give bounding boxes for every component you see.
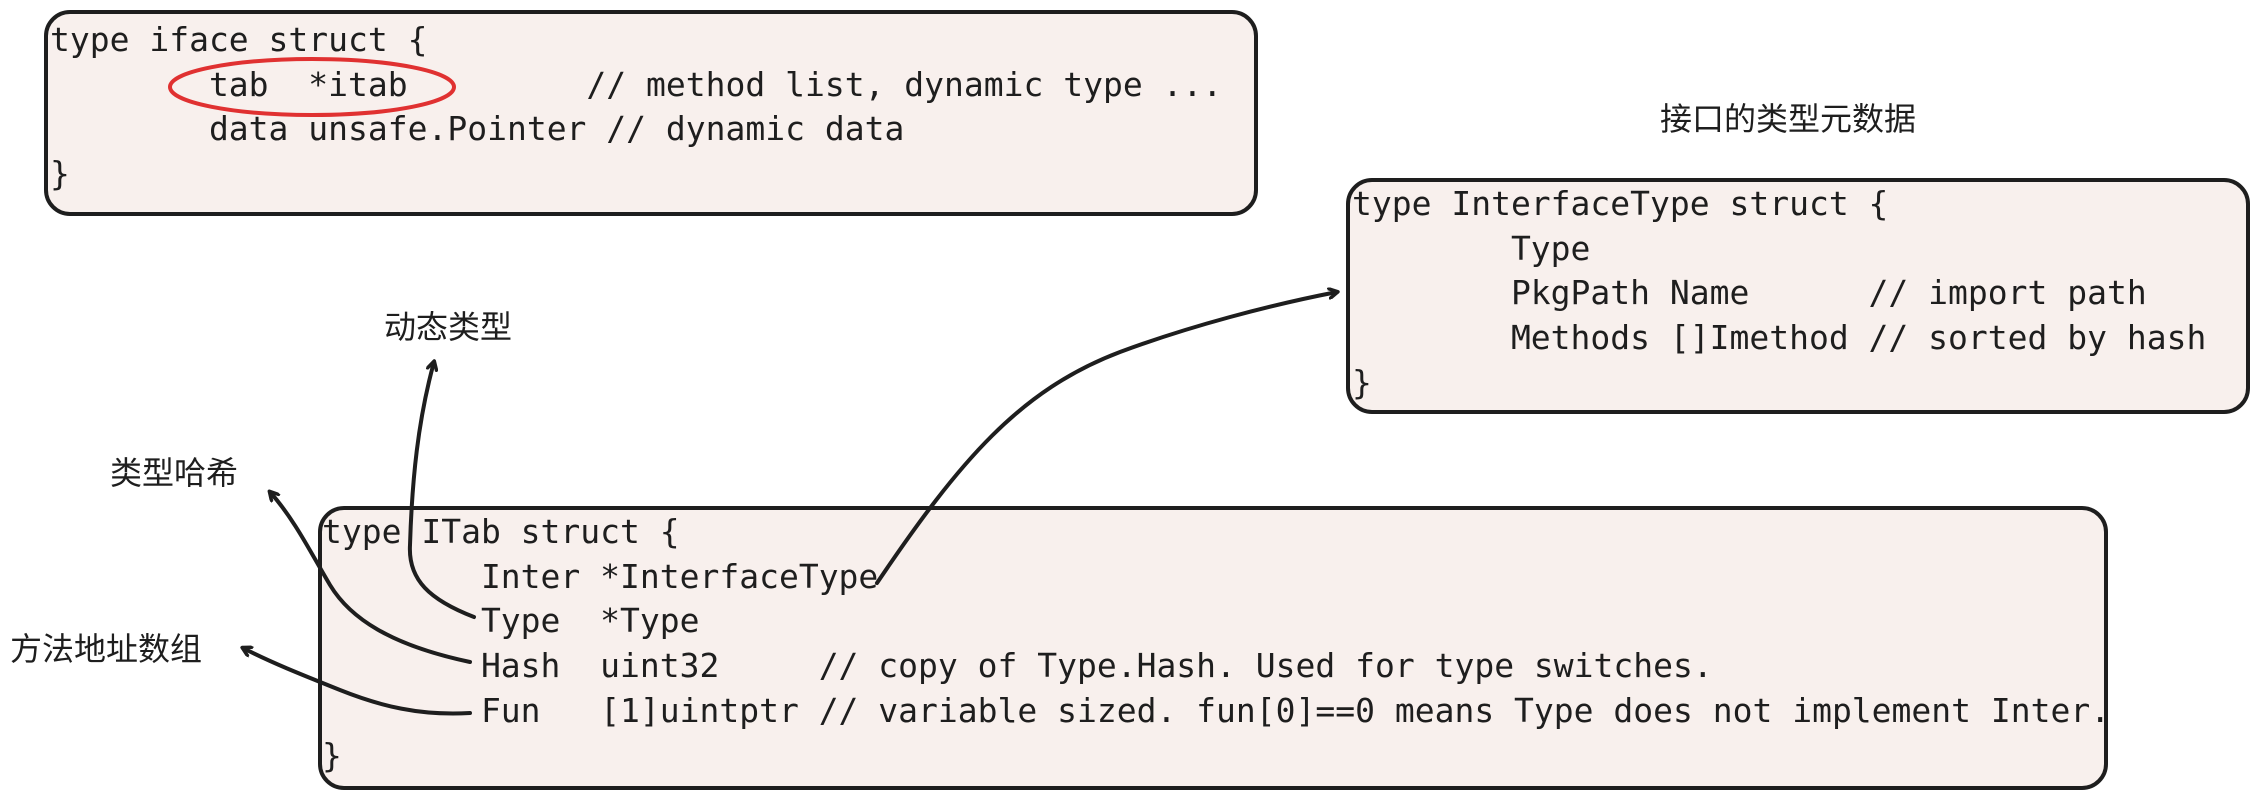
itab-line-3: Type *Type bbox=[322, 601, 700, 641]
interface-type-line-3: PkgPath Name // import path bbox=[1352, 273, 2147, 313]
dynamic-type-label: 动态类型 bbox=[384, 308, 513, 346]
arrow-hash-to-type-hash bbox=[270, 492, 472, 664]
method-addr-array-label: 方法地址数组 bbox=[10, 630, 203, 668]
iface-line-2: tab *itab // method list, dynamic type .… bbox=[50, 64, 1223, 104]
interface-type-title: 接口的类型元数据 bbox=[1660, 100, 1917, 138]
interface-type-line-5: } bbox=[1352, 362, 1372, 402]
arrow-inter-to-interface-type bbox=[875, 292, 1337, 585]
itab-line-4: Hash uint32 // copy of Type.Hash. Used f… bbox=[322, 646, 1713, 686]
type-hash-label: 类型哈希 bbox=[110, 454, 239, 492]
itab-line-1: type ITab struct { bbox=[322, 512, 680, 551]
iface-struct-code: type iface struct { tab *itab // method … bbox=[50, 18, 1222, 197]
arrow-fun-to-method-addr-array bbox=[243, 648, 472, 716]
interface-type-code: type InterfaceType struct { Type PkgPath… bbox=[1352, 182, 2206, 406]
interface-type-line-1: type InterfaceType struct { bbox=[1352, 184, 1889, 223]
interface-type-line-2: Type bbox=[1352, 228, 1591, 268]
tab-highlight-ellipse bbox=[168, 57, 456, 117]
arrow-type-to-dynamic-type bbox=[407, 362, 476, 619]
itab-struct-code: type ITab struct { Inter *InterfaceType … bbox=[322, 510, 2110, 778]
itab-struct-box bbox=[318, 506, 2108, 790]
itab-line-2: Inter *InterfaceType bbox=[322, 556, 879, 596]
interface-type-box bbox=[1346, 178, 2250, 414]
iface-line-1: type iface struct { bbox=[50, 20, 428, 59]
interface-type-line-4: Methods []Imethod // sorted by hash bbox=[1352, 318, 2207, 358]
itab-line-6: } bbox=[322, 735, 342, 775]
itab-line-5: Fun [1]uintptr // variable sized. fun[0]… bbox=[322, 690, 2111, 730]
iface-line-4: } bbox=[50, 154, 70, 194]
